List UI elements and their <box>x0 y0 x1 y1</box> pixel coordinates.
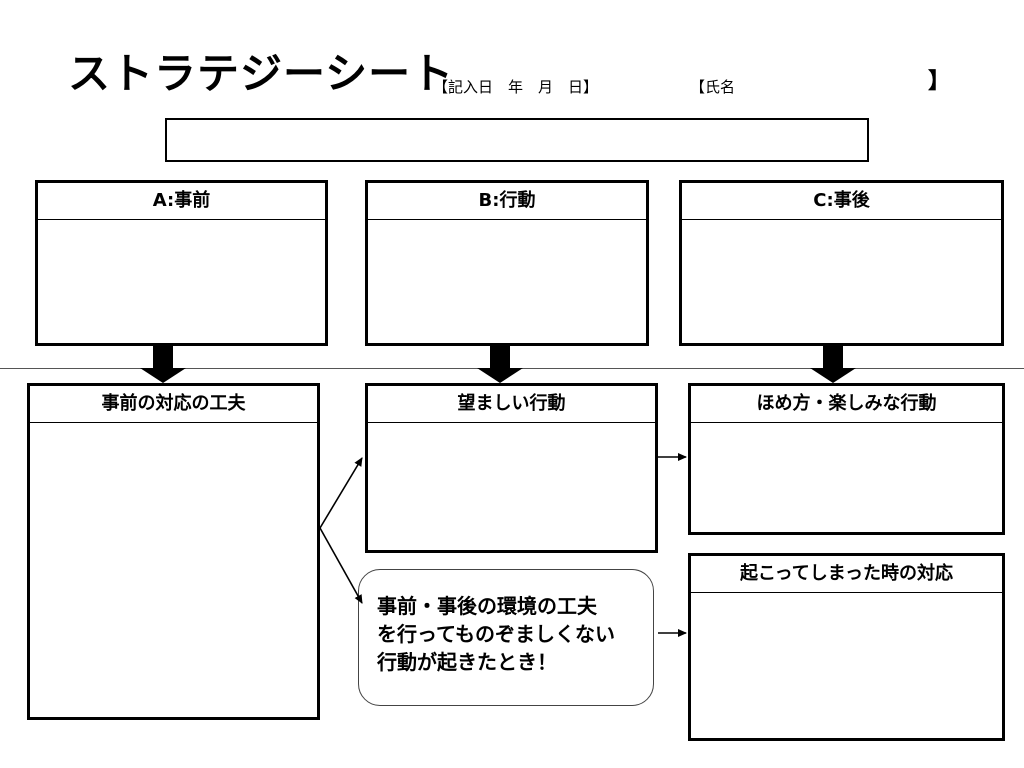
box-c-heading: C:事後 <box>682 183 1001 220</box>
occurred-response-box: 起こってしまった時の対応 <box>688 553 1005 741</box>
prevention-box: 事前の対応の工夫 <box>27 383 320 720</box>
problem-behavior-callout: 事前・事後の環境の工夫 を行ってものぞましくない 行動が起きたとき！ <box>358 569 654 706</box>
praise-heading: ほめ方・楽しみな行動 <box>691 386 1002 423</box>
entry-date-label: 【記入日 年 月 日】 <box>433 78 599 96</box>
callout-line-2: を行ってものぞましくない <box>377 622 615 646</box>
callout-line-3: 行動が起きたとき！ <box>377 650 557 674</box>
desired-behavior-box: 望ましい行動 <box>365 383 658 553</box>
block-down-arrow-icon <box>140 346 186 383</box>
occurred-response-heading: 起こってしまった時の対応 <box>691 556 1002 593</box>
block-down-arrow-icon <box>810 346 856 383</box>
box-c-after: C:事後 <box>679 180 1004 346</box>
name-bracket-close: 】 <box>928 69 951 94</box>
arrow-icon <box>319 527 363 604</box>
name-label: 【氏名 <box>690 78 736 96</box>
desired-behavior-heading: 望ましい行動 <box>368 386 655 423</box>
arrow-icon <box>319 457 363 529</box>
prevention-heading: 事前の対応の工夫 <box>30 386 317 423</box>
box-a-before: A:事前 <box>35 180 328 346</box>
callout-line-1: 事前・事後の環境の工夫 <box>377 594 597 618</box>
block-down-arrow-icon <box>477 346 523 383</box>
box-b-heading: B:行動 <box>368 183 646 220</box>
sheet-title: ストラテジーシート <box>68 49 455 98</box>
target-entry-box[interactable] <box>165 118 869 162</box>
box-b-behavior: B:行動 <box>365 180 649 346</box>
box-a-heading: A:事前 <box>38 183 325 220</box>
praise-box: ほめ方・楽しみな行動 <box>688 383 1005 535</box>
